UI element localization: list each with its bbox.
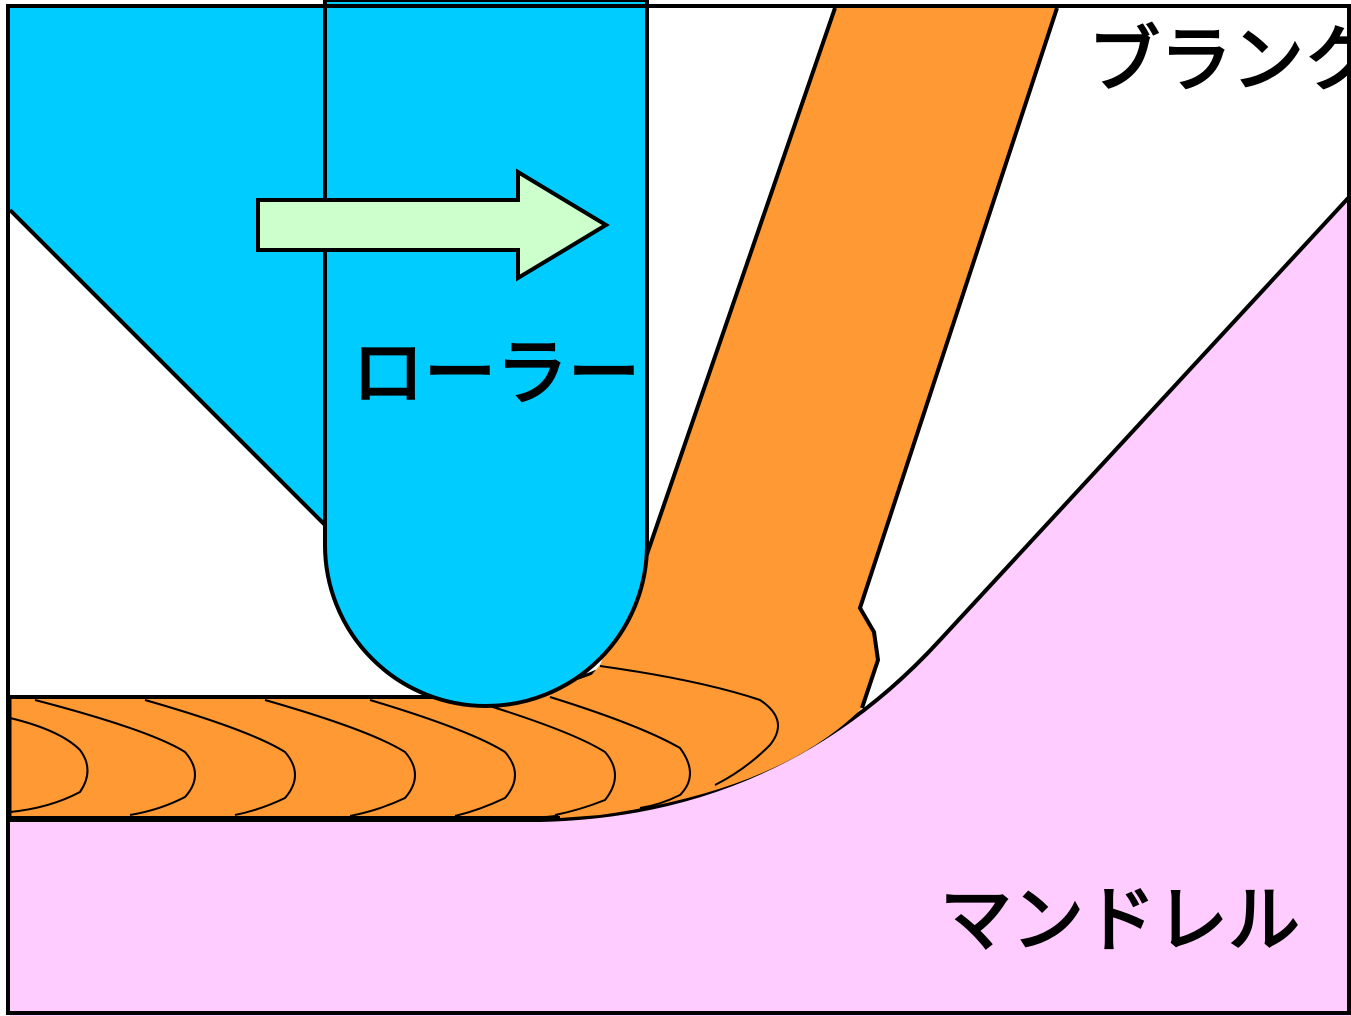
right-arrow-icon bbox=[256, 168, 610, 282]
blank-label: ブランク bbox=[1088, 18, 1351, 102]
blank-strip bbox=[520, 8, 1057, 818]
roller-body bbox=[10, 8, 325, 525]
roller-body-edge bbox=[8, 208, 327, 527]
mandrel bbox=[10, 195, 1351, 1016]
blank-strip-outline-right bbox=[857, 7, 1059, 709]
flow-line bbox=[9, 717, 89, 813]
material-flow-lines bbox=[9, 665, 779, 817]
flow-line bbox=[549, 696, 691, 809]
flow-line bbox=[144, 699, 296, 816]
flow-line bbox=[34, 699, 196, 816]
roller bbox=[323, 0, 649, 708]
flow-line bbox=[599, 665, 779, 786]
mandrel-label: マンドレル bbox=[940, 878, 1300, 962]
flow-line bbox=[264, 699, 416, 817]
flow-line bbox=[469, 699, 616, 816]
roller-label: ローラー bbox=[352, 331, 640, 415]
flow-line bbox=[369, 699, 516, 817]
blank-strip-outline-left bbox=[643, 7, 837, 561]
diagram-frame bbox=[6, 4, 1351, 1015]
